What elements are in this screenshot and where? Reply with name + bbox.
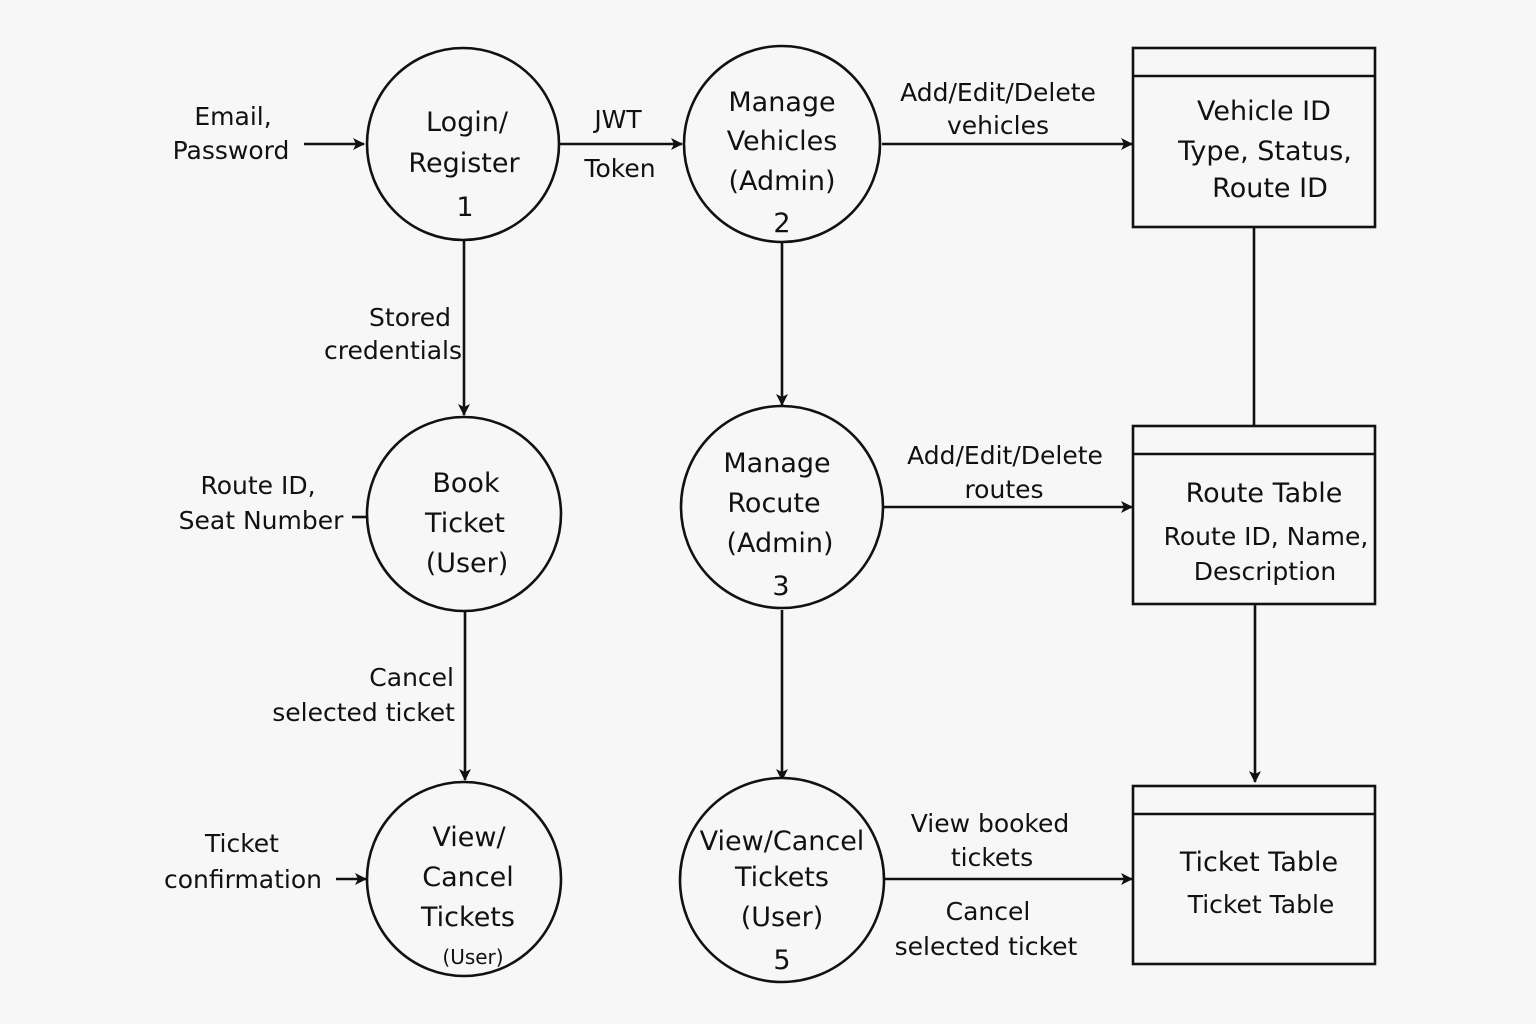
process-view-cancel-tickets-5: View/Cancel Tickets (User) 5 (678, 776, 886, 984)
datastore-route-table: Route Table Route ID, Name, Description (1131, 424, 1377, 606)
datastore-title: Route Table (1186, 478, 1343, 509)
flow-label-add-routes: Add/Edit/Delete routes (907, 441, 1103, 504)
svg-text:Cancel: Cancel (369, 663, 454, 692)
process-label: (User) (741, 902, 824, 933)
svg-text:Add/Edit/Delete: Add/Edit/Delete (907, 441, 1103, 470)
datastore-label: Route ID (1212, 173, 1328, 204)
process-label: (Admin) (726, 528, 833, 559)
svg-text:Add/Edit/Delete: Add/Edit/Delete (900, 78, 1096, 107)
process-label: Book (432, 468, 500, 499)
process-label: Cancel (422, 862, 513, 893)
process-label: Login/ (426, 107, 509, 138)
process-number: 5 (773, 945, 790, 976)
datastore-label: Ticket Table (1187, 890, 1335, 919)
svg-text:selected ticket: selected ticket (895, 932, 1078, 961)
process-label: Rocute (727, 488, 820, 519)
process-label: (User) (426, 548, 509, 579)
datastore-label: Description (1194, 557, 1336, 586)
process-manage-routes: Manage Rocute (Admin) 3 (679, 404, 885, 610)
flow-label-cancel-selected-left: Cancel selected ticket (272, 663, 455, 727)
datastore-ticket-table: Ticket Table Ticket Table (1131, 784, 1377, 966)
process-label: (User) (442, 945, 503, 969)
datastore-label: Route ID, Name, (1164, 522, 1369, 551)
process-manage-vehicles: Manage Vehicles (Admin) 2 (682, 44, 882, 244)
flow-label-view-booked: View booked tickets (911, 809, 1070, 872)
svg-text:selected ticket: selected ticket (272, 698, 455, 727)
process-label: Vehicles (727, 126, 838, 157)
svg-text:credentials: credentials (324, 336, 462, 365)
datastore-title: Ticket Table (1179, 847, 1338, 878)
process-label: (Admin) (728, 166, 835, 197)
flow-label-jwt-token: JWT Token (583, 105, 655, 183)
flow-label-route-seat: Route ID, Seat Number (179, 471, 344, 535)
svg-text:routes: routes (964, 475, 1043, 504)
process-number: 1 (456, 192, 473, 223)
process-number: 3 (772, 571, 789, 602)
svg-text:Seat Number: Seat Number (179, 506, 344, 535)
datastore-vehicle: Vehicle ID Type, Status, Route ID (1131, 46, 1377, 229)
svg-text:Route ID,: Route ID, (200, 471, 315, 500)
flow-label-cancel-selected-right: Cancel selected ticket (895, 897, 1078, 961)
flow-label-email-password: Email, Password (173, 102, 290, 165)
svg-text:confirmation: confirmation (164, 865, 322, 894)
process-label: Tickets (734, 862, 829, 893)
svg-text:Cancel: Cancel (946, 897, 1031, 926)
process-login-register: Login/ Register 1 (365, 46, 561, 242)
process-view-cancel-tickets-user: View/ Cancel Tickets (User) (365, 780, 563, 978)
flow-label-stored-credentials: Stored credentials (324, 303, 462, 365)
datastore-label: Vehicle ID (1197, 96, 1331, 127)
svg-text:Stored: Stored (369, 303, 451, 332)
process-number: 2 (773, 208, 790, 239)
process-label: Register (408, 148, 520, 179)
process-label: View/Cancel (700, 826, 865, 857)
svg-text:Token: Token (583, 154, 655, 183)
process-label: Manage (723, 448, 830, 479)
svg-text:JWT: JWT (592, 105, 642, 134)
svg-text:Ticket: Ticket (204, 829, 279, 858)
process-label: Manage (728, 87, 835, 118)
process-label: View/ (432, 822, 506, 853)
flow-label-add-vehicles: Add/Edit/Delete vehicles (900, 78, 1096, 140)
svg-text:vehicles: vehicles (947, 111, 1049, 140)
svg-text:Password: Password (173, 136, 290, 165)
datastore-label: Type, Status, (1177, 136, 1352, 167)
svg-text:View booked: View booked (911, 809, 1070, 838)
process-book-ticket: Book Ticket (User) (365, 415, 563, 613)
process-label: Ticket (424, 508, 505, 539)
svg-text:tickets: tickets (951, 843, 1033, 872)
svg-text:Email,: Email, (194, 102, 271, 131)
flow-label-ticket-confirmation: Ticket confirmation (164, 829, 322, 894)
process-label: Tickets (420, 902, 515, 933)
